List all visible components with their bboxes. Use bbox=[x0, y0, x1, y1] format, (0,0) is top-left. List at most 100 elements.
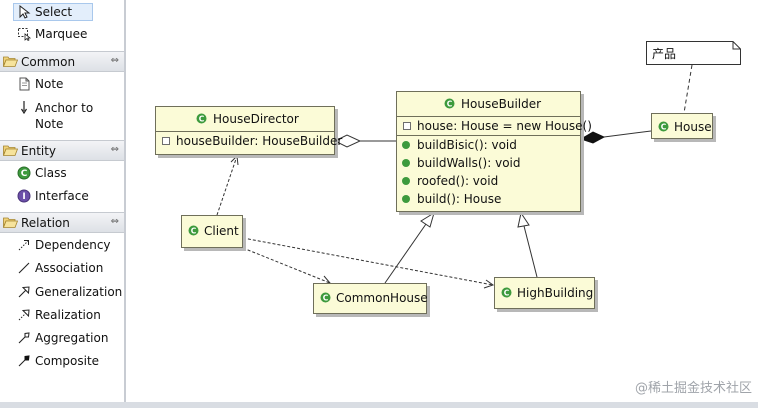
horizontal-scrollbar[interactable] bbox=[0, 402, 758, 408]
composition-line[interactable] bbox=[603, 130, 652, 138]
watermark-text: @稀土掘金技术社区 bbox=[634, 381, 752, 396]
private-field-icon bbox=[162, 137, 170, 145]
palette-item-note[interactable]: Note bbox=[14, 76, 122, 94]
composition-diamond-icon bbox=[579, 131, 606, 144]
attribute-text: house: House = new House() bbox=[417, 119, 592, 133]
cursor-arrow-icon bbox=[19, 5, 31, 19]
svg-text:C: C bbox=[661, 122, 667, 131]
palette-group-relation[interactable]: Relation ⇔ bbox=[0, 212, 124, 233]
palette-item-association[interactable]: Association bbox=[14, 260, 122, 278]
collapse-icon[interactable]: ⇔ bbox=[110, 55, 119, 66]
operation-text: buildWalls(): void bbox=[417, 156, 521, 170]
class-common-house[interactable]: C CommonHouse bbox=[313, 283, 428, 314]
folder-open-icon bbox=[3, 217, 18, 228]
palette-item-generalization[interactable]: Generalization bbox=[14, 284, 122, 302]
public-method-icon bbox=[402, 141, 410, 149]
operation-compartment: buildBisic(): void buildWalls(): void ro… bbox=[397, 135, 580, 208]
operation-row[interactable]: buildWalls(): void bbox=[397, 154, 580, 172]
palette-item-label: Dependency bbox=[35, 238, 111, 252]
palette-group-label: Relation bbox=[21, 216, 70, 230]
palette-tool-select[interactable]: Select bbox=[13, 3, 93, 21]
generalization-line[interactable] bbox=[523, 225, 538, 278]
connectors-layer bbox=[216, 64, 693, 289]
palette-item-label: Composite bbox=[35, 354, 100, 368]
realization-icon bbox=[18, 309, 30, 321]
class-icon: C bbox=[320, 292, 331, 303]
generalization-line[interactable] bbox=[384, 223, 427, 284]
operation-row[interactable]: roofed(): void bbox=[397, 172, 580, 190]
generalization-icon bbox=[18, 286, 30, 298]
association-icon bbox=[18, 262, 30, 274]
folder-open-icon bbox=[3, 56, 18, 67]
palette-group-common[interactable]: Common ⇔ bbox=[0, 51, 124, 72]
attribute-row[interactable]: house: House = new House() bbox=[397, 117, 592, 135]
svg-text:C: C bbox=[191, 226, 197, 235]
private-field-icon bbox=[403, 122, 411, 130]
class-high-building[interactable]: C HighBuilding bbox=[494, 277, 595, 309]
palette-tool-label: Marquee bbox=[35, 27, 88, 41]
attribute-compartment: house: House = new House() bbox=[397, 116, 592, 135]
class-house-builder[interactable]: C HouseBuilder house: House = new House(… bbox=[396, 91, 592, 212]
generalization-arrowhead-icon bbox=[420, 211, 435, 228]
svg-text:C: C bbox=[199, 114, 205, 123]
operation-row[interactable]: buildBisic(): void bbox=[397, 136, 580, 154]
operation-text: roofed(): void bbox=[417, 174, 499, 188]
class-icon: C bbox=[196, 113, 207, 124]
palette-item-dependency[interactable]: Dependency bbox=[14, 237, 122, 255]
collapse-icon[interactable]: ⇔ bbox=[110, 216, 119, 227]
dependency-line[interactable] bbox=[242, 237, 494, 286]
attribute-row[interactable]: houseBuilder: HouseBuilder bbox=[156, 132, 342, 150]
svg-text:C: C bbox=[504, 288, 510, 297]
aggregation-diamond-icon bbox=[333, 134, 362, 148]
palette-group-label: Entity bbox=[21, 144, 57, 158]
dependency-arrowhead-icon bbox=[483, 279, 495, 289]
palette-group-entity[interactable]: Entity ⇔ bbox=[0, 140, 124, 161]
dependency-icon bbox=[18, 240, 29, 251]
class-icon: C bbox=[444, 98, 455, 109]
palette-item-aggregation[interactable]: Aggregation bbox=[14, 330, 122, 348]
palette-item-label: Generalization bbox=[35, 285, 123, 299]
palette-item-label: Note bbox=[35, 77, 64, 91]
palette-item-realization[interactable]: Realization bbox=[14, 307, 122, 325]
class-icon: C bbox=[501, 287, 512, 298]
palette-group-label: Common bbox=[21, 55, 76, 69]
note-product[interactable]: 产品 bbox=[646, 41, 741, 65]
palette-item-label: Association bbox=[35, 261, 104, 275]
palette-item-label: Realization bbox=[35, 308, 101, 322]
class-house-director[interactable]: C HouseDirector houseBuilder: HouseBuild… bbox=[155, 106, 342, 155]
operation-row[interactable]: build(): House bbox=[397, 190, 580, 208]
note-icon bbox=[19, 77, 30, 91]
svg-text:C: C bbox=[21, 169, 28, 179]
class-icon: C bbox=[17, 166, 31, 180]
svg-text:I: I bbox=[22, 192, 25, 202]
palette-item-class[interactable]: C Class bbox=[14, 165, 122, 183]
class-client[interactable]: C Client bbox=[181, 215, 243, 248]
dependency-line[interactable] bbox=[216, 155, 238, 216]
attribute-compartment: houseBuilder: HouseBuilder bbox=[156, 131, 342, 150]
palette-item-label: Class bbox=[35, 166, 67, 180]
palette-item-interface[interactable]: I Interface bbox=[14, 188, 122, 206]
note-shape bbox=[646, 41, 741, 65]
public-method-icon bbox=[402, 159, 410, 167]
public-method-icon bbox=[402, 177, 410, 185]
operation-text: buildBisic(): void bbox=[417, 138, 517, 152]
class-name: House bbox=[674, 120, 712, 134]
note-anchor-line[interactable] bbox=[683, 64, 693, 114]
dependency-arrowhead-icon bbox=[230, 154, 239, 166]
tool-palette: Select Marquee Common ⇔ Note Anchor to bbox=[0, 0, 126, 402]
attribute-text: houseBuilder: HouseBuilder bbox=[176, 134, 343, 148]
palette-item-label: Interface bbox=[35, 189, 89, 203]
class-name: HouseBuilder bbox=[461, 97, 542, 111]
palette-tool-label: Select bbox=[35, 5, 73, 19]
dependency-line[interactable] bbox=[242, 247, 331, 284]
aggregation-icon bbox=[18, 332, 30, 344]
palette-item-anchor-to-note[interactable]: Anchor to Note bbox=[14, 99, 122, 133]
palette-item-composite[interactable]: Composite bbox=[14, 353, 122, 371]
collapse-icon[interactable]: ⇔ bbox=[110, 144, 119, 155]
diagram-canvas[interactable]: 产品 C HouseDirector houseBuilder: HouseBu… bbox=[126, 0, 758, 402]
palette-tool-marquee[interactable]: Marquee bbox=[14, 26, 122, 44]
operation-text: build(): House bbox=[417, 192, 502, 206]
interface-icon: I bbox=[17, 189, 31, 203]
public-method-icon bbox=[402, 195, 410, 203]
class-house[interactable]: C House bbox=[651, 113, 713, 139]
